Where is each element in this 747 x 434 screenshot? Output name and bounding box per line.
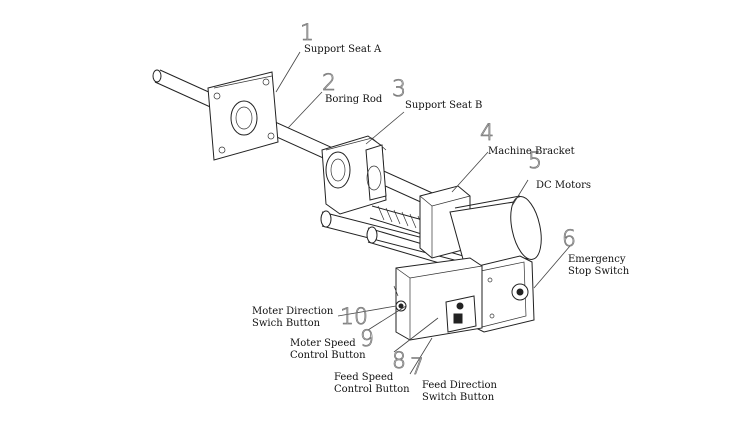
callout-number: 3 bbox=[392, 77, 406, 102]
label-machine-bracket: Machine Bracket bbox=[488, 146, 575, 157]
callout-number: 4 bbox=[480, 121, 494, 146]
callout-number: 1 bbox=[300, 21, 314, 46]
dc-motor bbox=[449, 195, 542, 271]
control-box bbox=[393, 257, 483, 341]
callout-number: 2 bbox=[322, 71, 336, 96]
label-moter-direction-line1: Moter Direction bbox=[252, 306, 334, 317]
base-rails bbox=[320, 205, 471, 273]
support-seat-a bbox=[207, 71, 279, 161]
label-emergency-stop-line1: Emergency bbox=[568, 254, 626, 265]
label-moter-speed-line1: Moter Speed bbox=[290, 338, 356, 349]
label-boring-rod: Boring Rod bbox=[325, 94, 383, 105]
label-feed-direction-line2: Switch Button bbox=[422, 392, 495, 403]
label-moter-speed-line2: Control Button bbox=[290, 350, 366, 361]
label-feed-direction-line1: Feed Direction bbox=[422, 380, 498, 391]
callout-number: 5 bbox=[528, 149, 542, 174]
label-dc-motors: DC Motors bbox=[536, 180, 591, 191]
label-support-seat-b: Support Seat B bbox=[405, 100, 482, 111]
callout-number: 6 bbox=[562, 227, 576, 252]
label-support-seat-a: Support Seat A bbox=[304, 44, 382, 55]
callout-number: 8 bbox=[392, 349, 406, 374]
label-feed-speed-line2: Control Button bbox=[334, 384, 410, 395]
label-emergency-stop-line2: Stop Switch bbox=[568, 266, 630, 277]
leader-lines bbox=[275, 51, 571, 375]
gear-box bbox=[469, 255, 535, 333]
callout-number: 7 bbox=[410, 355, 424, 380]
label-feed-speed-line1: Feed Speed bbox=[334, 372, 394, 383]
support-seat-b bbox=[321, 135, 387, 215]
callout-number: 9 bbox=[360, 327, 374, 352]
callout-number: 10 bbox=[340, 305, 368, 330]
label-moter-direction-line2: Swich Button bbox=[252, 318, 321, 329]
